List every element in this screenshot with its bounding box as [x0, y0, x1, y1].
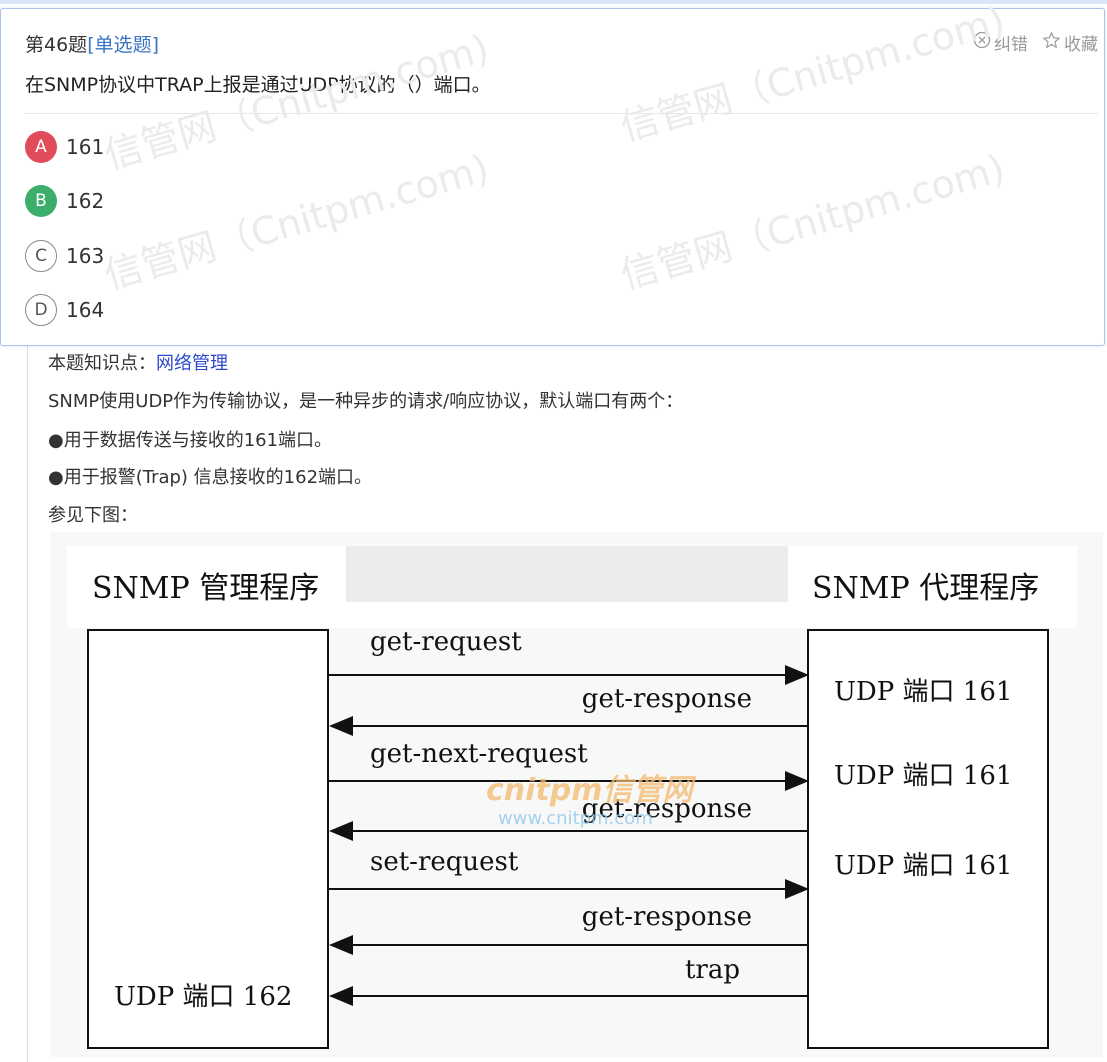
agent-box: [807, 629, 1049, 1049]
option-d[interactable]: D 164: [25, 294, 104, 326]
message-label: get-response: [582, 794, 752, 824]
favorite-button[interactable]: 收藏: [1042, 30, 1098, 55]
watermark: 信管网（Cnitpm.com): [615, 0, 1010, 150]
favorite-label: 收藏: [1064, 35, 1098, 55]
knowledge-point: 本题知识点：网络管理: [48, 349, 228, 375]
logo-url-watermark: www.cnitpm.com: [498, 808, 653, 829]
option-text: 162: [66, 189, 105, 213]
explanation-line: ●用于报警(Trap) 信息接收的162端口。: [48, 467, 373, 488]
question-number: 第46题: [25, 34, 88, 56]
question-type: [单选题]: [87, 34, 160, 56]
explanation-line: ●用于数据传送与接收的161端口。: [48, 430, 333, 451]
message-label: get-request: [370, 627, 522, 657]
question-actions: 纠错 收藏: [973, 30, 1098, 55]
top-border: [0, 0, 1107, 4]
explanation-line: SNMP使用UDP作为传输协议，是一种异步的请求/响应协议，默认端口有两个：: [48, 391, 684, 412]
option-letter: B: [25, 185, 57, 217]
logo-watermark: cnitpm信管网: [486, 773, 696, 808]
agent-title: SNMP 代理程序: [812, 571, 1039, 606]
option-text: 164: [66, 298, 105, 322]
close-circle-icon: [973, 31, 991, 54]
option-letter: A: [25, 131, 57, 163]
snmp-diagram: SNMP 管理程序 SNMP 代理程序 UDP 端口 162 UDP 端口 16…: [50, 532, 1103, 1057]
watermark: 信管网（Cnitpm.com): [615, 145, 1010, 298]
option-a[interactable]: A 161: [25, 131, 104, 163]
report-error-label: 纠错: [994, 35, 1028, 55]
option-b[interactable]: B 162: [25, 185, 104, 217]
divider: [25, 113, 1098, 114]
question-text: 在SNMP协议中TRAP上报是通过UDP协议的（）端口。: [25, 74, 491, 96]
agent-port-label: UDP 端口 161: [834, 761, 1012, 791]
manager-box: [87, 629, 329, 1049]
snmp-diagram-svg: SNMP 管理程序 SNMP 代理程序 UDP 端口 162 UDP 端口 16…: [67, 546, 1077, 1049]
agent-port-label: UDP 端口 161: [834, 851, 1012, 881]
message-label: get-response: [582, 684, 752, 714]
message-label: set-request: [370, 847, 519, 877]
diagram-header-gray: [346, 546, 788, 602]
explanation-line: 参见下图：: [48, 505, 138, 526]
manager-title: SNMP 管理程序: [92, 571, 319, 606]
option-text: 163: [66, 244, 105, 268]
watermark: 信管网（Cnitpm.com): [99, 145, 494, 298]
message-label: trap: [685, 955, 740, 985]
report-error-button[interactable]: 纠错: [973, 30, 1028, 55]
option-letter: C: [25, 240, 57, 272]
question-header: 第46题[单选题]: [25, 30, 159, 57]
question-card: 第46题[单选题] 纠错 收藏 在SNMP协议中TRAP上报是通过UDP协议的（…: [0, 0, 1105, 346]
option-letter: D: [25, 294, 57, 326]
message-label: get-response: [582, 902, 752, 932]
message-label: get-next-request: [370, 739, 588, 769]
manager-port-label: UDP 端口 162: [114, 982, 292, 1012]
option-c[interactable]: C 163: [25, 240, 104, 272]
star-icon: [1042, 31, 1061, 55]
option-text: 161: [66, 135, 105, 159]
knowledge-prefix: 本题知识点：: [48, 353, 156, 374]
knowledge-link[interactable]: 网络管理: [156, 353, 228, 374]
agent-port-label: UDP 端口 161: [834, 677, 1012, 707]
